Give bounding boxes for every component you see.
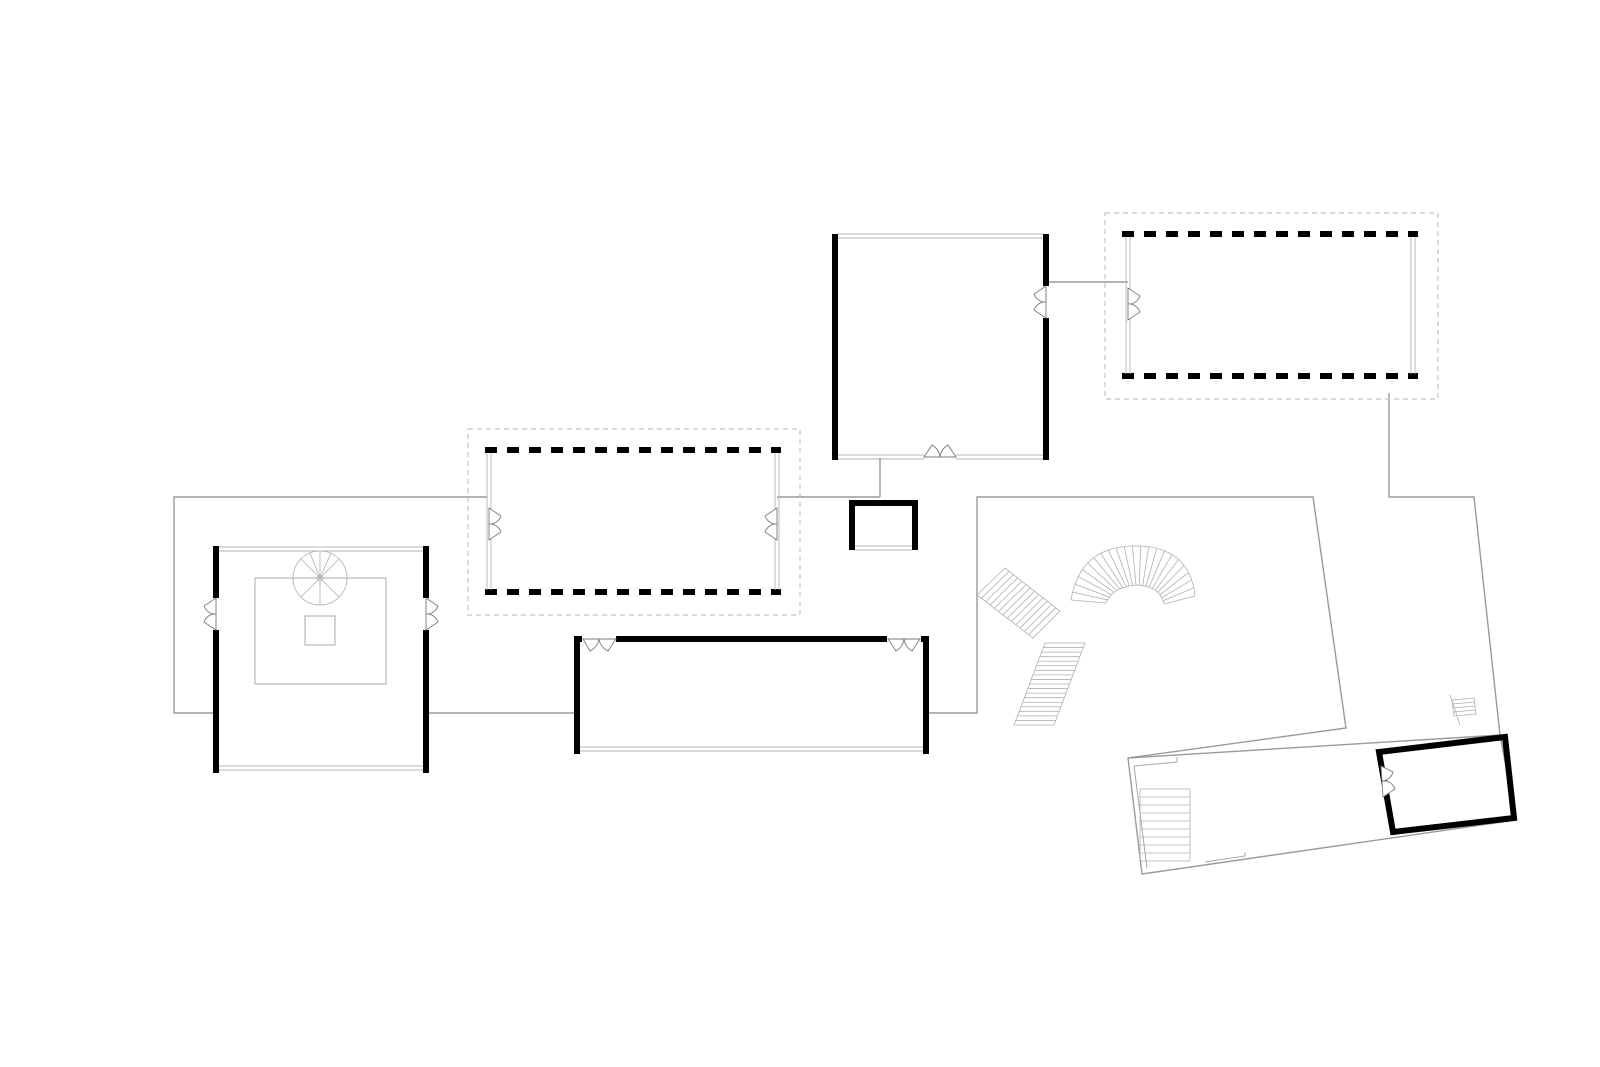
double-door-icon[interactable] — [1127, 287, 1141, 321]
canopy-northeast — [1104, 212, 1439, 400]
double-door-icon[interactable] — [887, 638, 921, 652]
stair-tread — [1162, 587, 1194, 602]
stair-run-icon — [976, 567, 1061, 639]
stair-tread — [981, 571, 1010, 599]
stair-tread — [1163, 595, 1196, 605]
stair-tread — [1148, 550, 1165, 588]
stair-tread — [1074, 583, 1110, 598]
site-outline — [173, 281, 1501, 736]
double-door-icon[interactable] — [582, 638, 617, 652]
stair-tread — [1093, 557, 1121, 590]
stair-tread — [1154, 559, 1179, 591]
stair-tread — [1115, 547, 1130, 587]
pavilion-north — [832, 233, 1049, 460]
stair-tread — [989, 577, 1018, 606]
double-door-icon[interactable] — [1380, 765, 1396, 798]
southeast-room — [1375, 733, 1518, 836]
stair-run-icon — [1139, 788, 1191, 862]
double-door-icon[interactable] — [488, 507, 502, 541]
stair-tread — [1123, 546, 1134, 586]
stair-tread — [1070, 599, 1107, 604]
stair-tread — [1019, 600, 1048, 629]
stair-tread — [1131, 545, 1137, 586]
stair-tread — [1151, 554, 1173, 589]
straight-stairs — [976, 567, 1086, 726]
stair-tread — [1161, 579, 1192, 599]
stair-tread — [1028, 607, 1057, 635]
stair-tread — [1015, 597, 1044, 626]
stair-tread — [1100, 553, 1124, 588]
stair-landing-terrace — [928, 496, 1347, 759]
curved-stair — [1070, 545, 1196, 605]
stair-tread — [1082, 569, 1115, 593]
stair-tread — [1011, 594, 1040, 622]
stair-tread — [1145, 548, 1158, 587]
stair-tread — [993, 580, 1023, 609]
double-door-icon[interactable] — [425, 597, 439, 631]
spiral-stair — [292, 550, 348, 606]
stair-tread — [1072, 591, 1108, 601]
stair-tread — [1138, 546, 1141, 586]
double-door-icon[interactable] — [923, 444, 957, 458]
pavilion-center-south — [574, 636, 929, 754]
pavilion-west — [203, 546, 439, 773]
stair-tread — [985, 574, 1014, 602]
stair-tread — [1453, 709, 1476, 713]
stair-tread — [1159, 572, 1189, 596]
double-door-icon[interactable] — [203, 597, 217, 631]
pavilion-center-north — [485, 447, 781, 595]
canopy-center-north — [467, 428, 801, 616]
stair-run-icon — [1013, 642, 1086, 726]
double-door-icon[interactable] — [1033, 285, 1047, 319]
stair-tread — [1452, 701, 1475, 705]
stair-tread — [1006, 590, 1035, 619]
small-kiosk — [849, 500, 918, 551]
stair-run-icon — [1449, 694, 1477, 726]
stair-tread — [1452, 705, 1476, 709]
stair-tread — [1142, 546, 1150, 586]
stair-tread — [998, 584, 1027, 612]
stair-tread — [1024, 604, 1052, 632]
stair-tread — [1107, 549, 1127, 587]
stair-tread — [1157, 565, 1185, 593]
double-door-icon[interactable] — [764, 507, 778, 541]
stair-tread — [1078, 576, 1112, 595]
spiral-stair-icon — [292, 550, 348, 606]
stair-tread — [1002, 587, 1031, 616]
stair-tread — [1087, 562, 1117, 591]
pavilion-northeast — [1122, 231, 1418, 379]
